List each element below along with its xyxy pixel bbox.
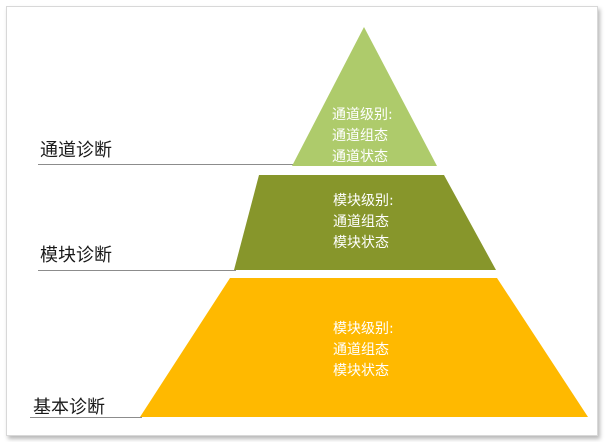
tier-bottom-line-3: 模块状态 [333, 363, 389, 379]
tier-middle-line-3: 模块状态 [333, 235, 389, 251]
tier-bottom-line-2: 通道组态 [333, 342, 389, 358]
tier-middle-text: 模块级别: 通道组态 模块状态 [333, 191, 394, 254]
side-label-basic-diagnosis: 基本诊断 [33, 397, 105, 418]
tier-top-line-2: 通道组态 [332, 128, 388, 144]
tier-bottom-text: 模块级别: 通道组态 模块状态 [333, 319, 394, 382]
pyramid-tier-top [292, 27, 437, 166]
side-label-channel-diagnosis: 通道诊断 [40, 140, 112, 161]
tier-top-line-1: 通道级别: [332, 107, 393, 123]
side-label-module-diagnosis: 模块诊断 [40, 245, 112, 266]
tier-middle-line-2: 通道组态 [333, 214, 389, 230]
tier-bottom-line-1: 模块级别: [333, 321, 394, 337]
tier-middle-line-1: 模块级别: [333, 193, 394, 209]
pyramid-tier-middle [234, 175, 496, 270]
pyramid-tier-bottom [140, 278, 588, 417]
tier-top-line-3: 通道状态 [332, 149, 388, 165]
tier-top-text: 通道级别: 通道组态 通道状态 [332, 105, 393, 168]
